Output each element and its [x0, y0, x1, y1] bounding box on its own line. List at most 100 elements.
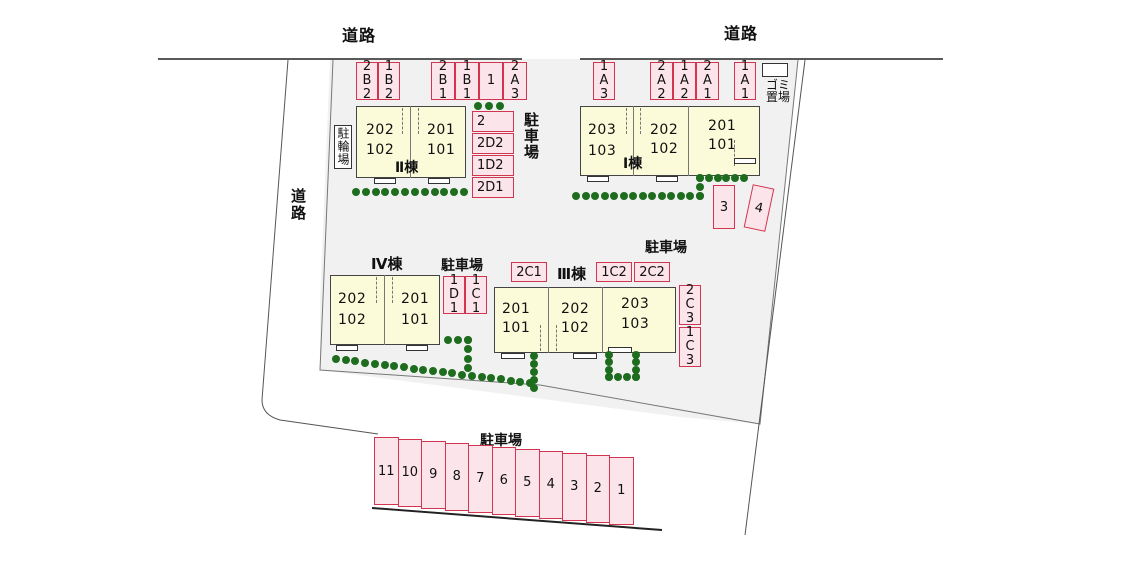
parking-space-char: A	[740, 73, 750, 88]
hedge-dot	[632, 365, 640, 374]
unit-iv-202: 202	[338, 291, 367, 307]
unit-iii-103: 103	[621, 316, 650, 332]
parking-space-char: 1	[449, 273, 459, 288]
building-ii-name: Ⅱ棟	[395, 160, 419, 176]
hedge-dot	[332, 355, 340, 363]
parking-space: 2D2	[472, 133, 514, 154]
hedge-dot	[390, 362, 399, 371]
hedge-dot	[444, 336, 452, 344]
building-i-partition-1	[626, 108, 627, 134]
building-ii-step-2	[428, 178, 450, 184]
unit-iv-201: 201	[401, 291, 430, 307]
building-iii	[494, 287, 676, 353]
parking-space-char: B	[384, 73, 394, 88]
parking-space: 9	[421, 440, 446, 509]
building-i-name: Ⅰ棟	[623, 156, 643, 172]
hedge-dot	[731, 174, 740, 182]
unit-iii-102: 102	[561, 320, 590, 336]
building-i-step-1	[587, 176, 609, 182]
hedge-dot	[420, 188, 429, 196]
hedge-dot	[605, 365, 613, 374]
hedge-dot	[722, 174, 731, 182]
parking-space-char: A	[703, 73, 712, 88]
parking-space-char: 2	[438, 59, 448, 74]
hedge-dot	[450, 188, 459, 196]
parking-space-char: C	[685, 339, 695, 354]
building-i-step-2	[656, 176, 678, 182]
building-i-partition-3	[734, 140, 735, 166]
parking-space-char: 1	[740, 87, 750, 102]
hedge-dot	[648, 192, 657, 200]
hedge-dot	[632, 351, 640, 359]
parking-space-char: 2	[680, 87, 689, 102]
unit-iii-202: 202	[561, 301, 590, 317]
parking-space-char: 1	[462, 87, 472, 102]
unit-ii-101: 101	[427, 142, 456, 158]
parking-space-char: B	[438, 73, 448, 88]
parking-space: 2D1	[472, 177, 514, 198]
hedge-dot	[632, 358, 640, 367]
unit-iv-102: 102	[338, 312, 367, 328]
parking-space: 1D2	[472, 155, 514, 176]
hedge-dot	[629, 192, 638, 200]
parking-space-char: 1	[471, 273, 481, 288]
parking-space-char: 2	[384, 87, 394, 102]
hedge-dot	[474, 102, 482, 110]
hedge-dot	[526, 379, 534, 387]
garbage-area-label: ゴミ置場	[765, 78, 790, 104]
parking-space: 6	[491, 446, 516, 515]
parking-space-char: B	[462, 73, 472, 88]
building-iii-step-3	[608, 347, 632, 353]
unit-ii-202: 202	[366, 122, 395, 138]
building-iii-divider-2	[602, 287, 603, 353]
parking-space: 10	[397, 438, 422, 507]
hedge-dot	[419, 365, 428, 374]
parking-space-char: 2	[362, 59, 372, 74]
building-iv	[330, 275, 440, 345]
parking-space-char: 1	[471, 301, 481, 316]
hedge-dot	[632, 373, 640, 381]
unit-iii-201: 201	[502, 301, 531, 317]
hedge-dot	[391, 188, 400, 196]
hedge-dot	[696, 192, 704, 200]
building-iii-step-1	[501, 353, 525, 359]
hedge-dot	[667, 192, 676, 200]
parking-space-char: A	[599, 73, 609, 88]
building-i	[580, 106, 760, 176]
hedge-dot	[430, 188, 439, 196]
road-left-edge	[261, 59, 379, 435]
hedge-dot	[485, 102, 493, 110]
hedge-dot	[704, 174, 713, 182]
hedge-dot	[477, 373, 486, 381]
hedge-dot	[410, 188, 419, 196]
hedge-dot	[448, 369, 457, 378]
hedge-dot	[496, 102, 504, 110]
hedge-dot	[696, 183, 704, 191]
hedge-dot	[696, 174, 704, 182]
hedge-dot	[605, 373, 613, 381]
hedge-dot	[496, 375, 505, 384]
hedge-dot	[380, 361, 389, 369]
parking-space-char: 2	[703, 59, 712, 74]
unit-i-201: 201	[708, 118, 737, 134]
building-iv-step-1	[336, 345, 358, 351]
parking-space-char: A	[510, 73, 520, 88]
parking-space-char: 3	[685, 311, 695, 326]
unit-i-103: 103	[588, 143, 617, 159]
hedge-dot	[464, 364, 472, 372]
hedge-dot	[581, 192, 590, 200]
south-edge-line	[371, 507, 663, 531]
unit-i-102: 102	[650, 141, 679, 157]
road-label-left: 道路	[289, 188, 307, 222]
building-ii-partition	[402, 108, 403, 134]
parking-label-center: 駐車場	[441, 258, 483, 274]
building-iv-name: Ⅳ棟	[371, 255, 403, 273]
